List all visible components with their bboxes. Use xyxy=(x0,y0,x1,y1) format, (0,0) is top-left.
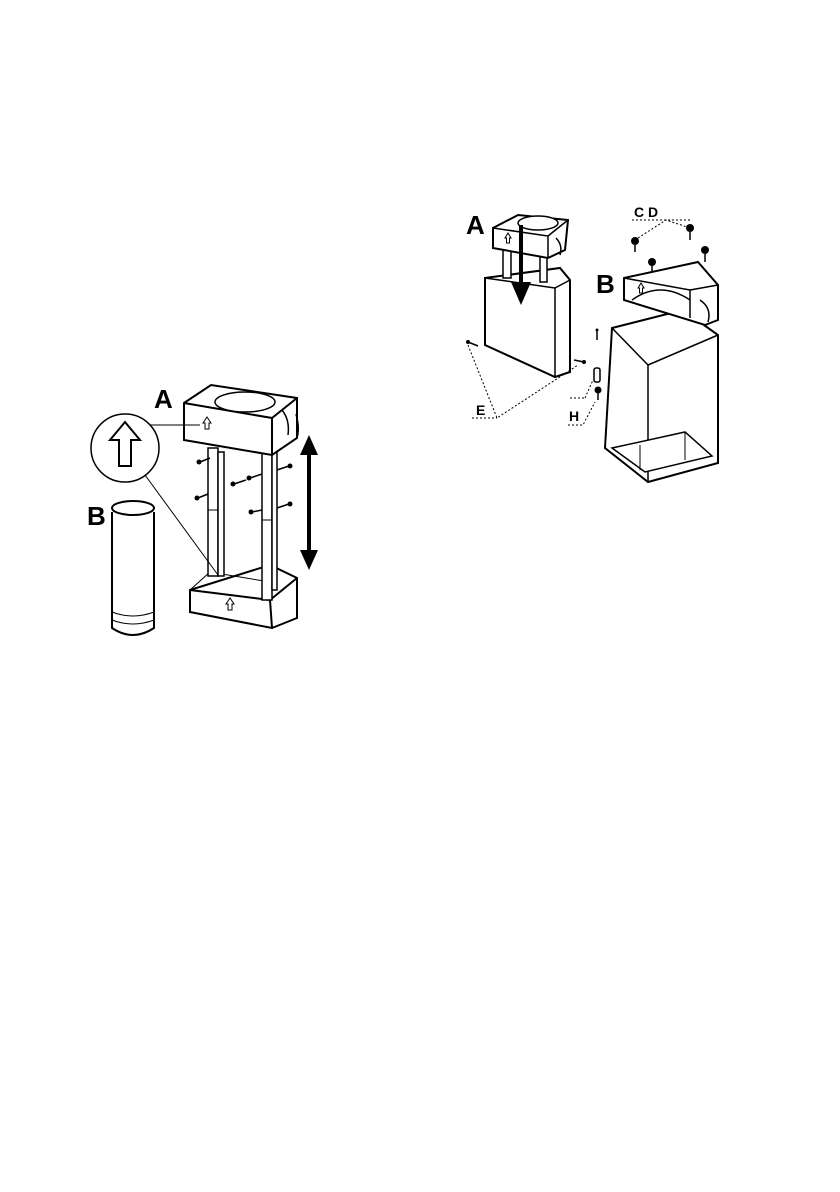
label-cd: C D xyxy=(634,204,658,220)
label-b-right: B xyxy=(596,269,615,299)
label-a-left: A xyxy=(154,384,173,414)
screw-icon xyxy=(277,502,293,509)
screw-icon xyxy=(701,246,709,262)
right-top-piece-b xyxy=(624,262,718,325)
label-b-left: B xyxy=(87,501,106,531)
screw-icon xyxy=(249,510,263,515)
wall-plug-icon xyxy=(594,368,600,382)
right-hood-body xyxy=(605,310,718,482)
label-e: E xyxy=(476,402,485,418)
screw-icon xyxy=(195,494,209,501)
screw-icon xyxy=(686,224,694,240)
label-h: H xyxy=(569,408,579,424)
screw-icon xyxy=(648,258,656,272)
label-a-right: A xyxy=(466,210,485,240)
screw-icon xyxy=(277,464,293,471)
left-cylinder xyxy=(112,501,154,635)
screw-icon xyxy=(231,480,247,487)
left-bottom-box xyxy=(190,565,297,628)
screw-icon xyxy=(596,329,599,341)
double-arrow-vertical-icon xyxy=(300,435,318,570)
left-top-box xyxy=(184,385,298,455)
right-figure: A B C D E H xyxy=(466,204,718,482)
screw-icon xyxy=(574,360,586,364)
screw-icon xyxy=(631,237,639,252)
left-figure: A B xyxy=(87,384,318,635)
screw-icon xyxy=(595,387,602,401)
screw-icon xyxy=(247,474,263,481)
